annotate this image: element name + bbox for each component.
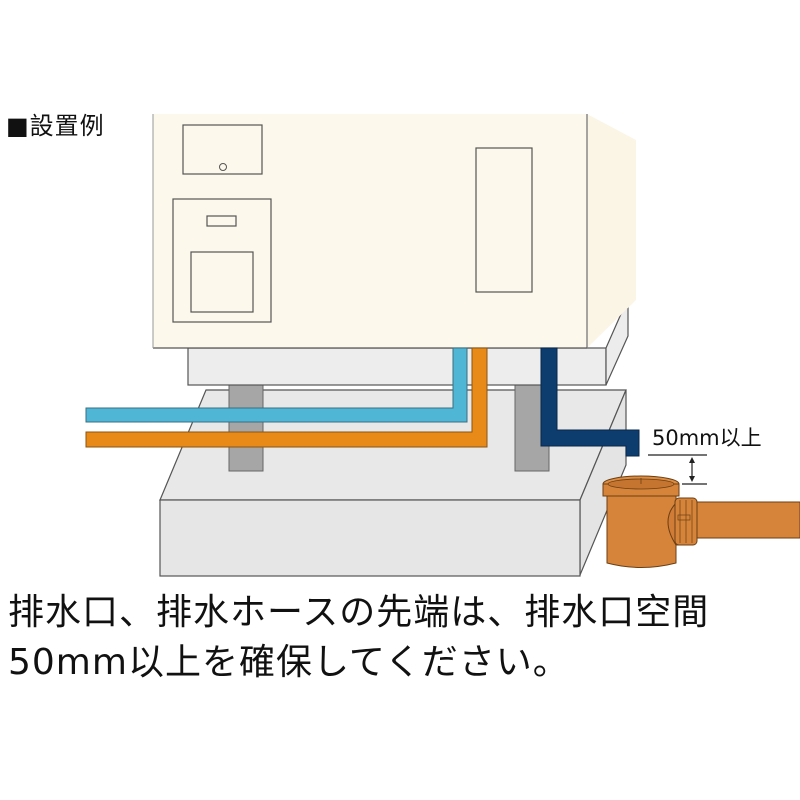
water-supply-hose-blue: [85, 347, 468, 423]
gap-label: 50mm以上: [652, 426, 762, 450]
leg-left: [228, 384, 264, 472]
caption: 排水口、排水ホースの先端は、排水口空間 50mm以上を確保してください。: [8, 588, 709, 688]
gap-dimension: [648, 454, 707, 485]
appliance-side: [587, 114, 636, 348]
control-panel: [182, 124, 263, 175]
section-title: ■設置例: [6, 112, 105, 140]
door-panel: [172, 198, 272, 323]
side-panel: [475, 147, 533, 293]
water-supply-hose-orange: [85, 347, 488, 448]
caption-line-1: 排水口、排水ホースの先端は、排水口空間: [8, 592, 710, 633]
drain-trap: [602, 475, 800, 568]
caption-line-2: 50mm以上を確保してください。: [8, 642, 570, 683]
door-handle: [206, 215, 237, 227]
drain-hose: [540, 347, 640, 457]
appliance: [152, 114, 588, 349]
indicator-light: [219, 163, 227, 171]
door-window: [190, 251, 254, 313]
